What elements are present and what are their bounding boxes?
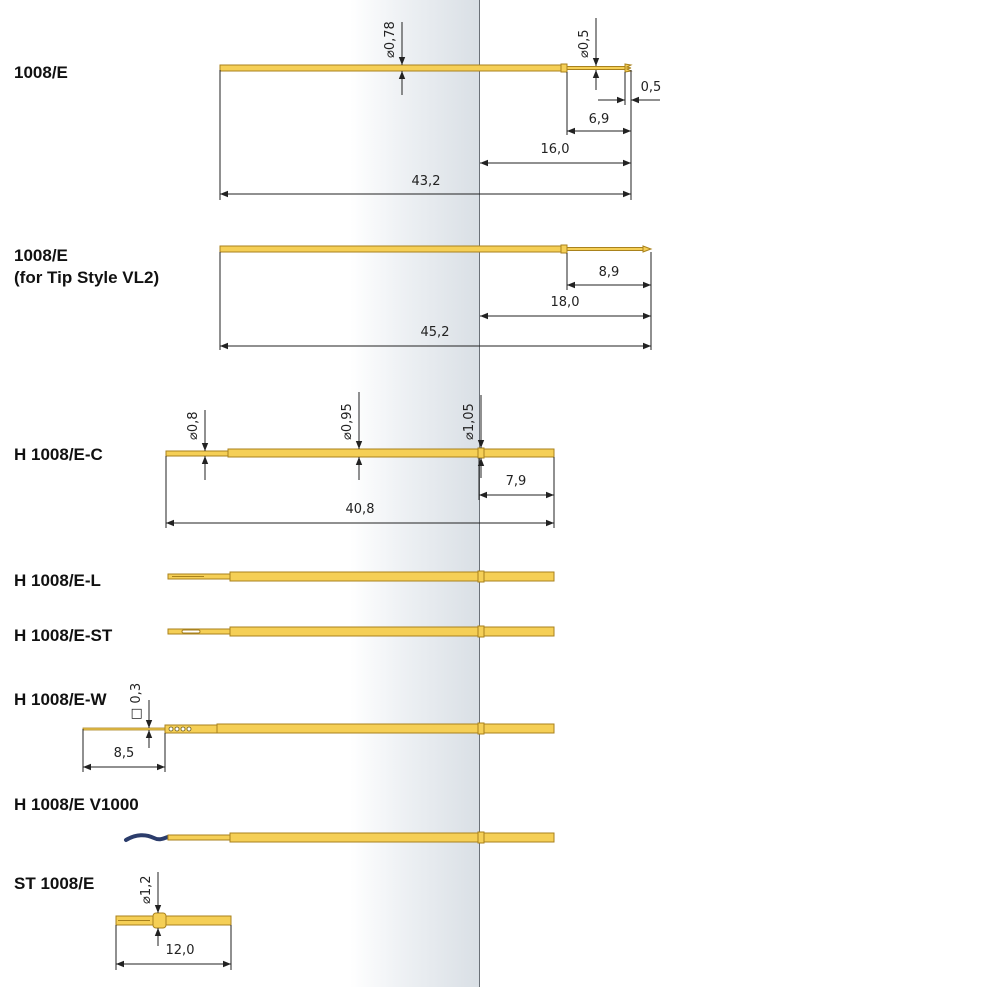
dim-label-45-2: 45,2 [421,325,450,340]
dim-label-40-8: 40,8 [346,502,375,517]
dim-label-6-9: 6,9 [589,112,610,127]
wrap-hole [174,726,180,732]
probe-body [165,915,232,926]
probe-1008-e-vl2: 8,9 18,0 45,2 [219,244,653,350]
dim-label-12-0: 12,0 [166,943,195,958]
probe-h1008-e-st [167,625,555,638]
dim-label-16-0: 16,0 [541,142,570,157]
probe-plunger [165,450,229,457]
dim-label-dia-0-8: ⌀0,8 [186,411,201,440]
probe-wire-pin [82,727,166,731]
probe-title-h1008-e-st: H 1008/E-ST [14,626,113,645]
probe-collar [560,244,568,254]
probe-wire-lead [124,833,170,842]
probe-collar [477,570,485,583]
probe-body [219,64,563,72]
probe-plunger [566,66,626,70]
dim-label-tip-len: 0,5 [641,80,662,95]
probe-h1008-e-v1000 [124,831,555,844]
dim-label-43-2: 43,2 [412,174,441,189]
probe-title-h1008-e-v1000: H 1008/E V1000 [14,795,139,814]
dim-label-8-5: 8,5 [114,746,135,761]
probe-title-h1008-e-l: H 1008/E-L [14,571,101,590]
probe-receptacle [483,832,555,843]
probe-title-st1008-e: ST 1008/E [14,874,95,893]
probe-body [229,571,480,582]
probe-body [216,723,480,734]
dim-label-dia-0-5: ⌀0,5 [577,29,592,58]
probe-h1008-e-w: 8,5 □ 0,3 [82,683,555,772]
dim-label-square-0-3: □ 0,3 [129,683,144,720]
probe-collar [477,831,485,844]
dim-label-dia-0-78: ⌀0,78 [383,21,398,58]
probe-h1008-e-l [167,570,555,583]
probe-tip-point [642,245,653,253]
wrap-hole [168,726,174,732]
probe-title-line-1: 1008/E [14,246,68,265]
probe-st1008-e: 12,0 ⌀1,2 [115,872,232,970]
probe-collar [477,447,485,459]
probe-collar [477,722,485,735]
dim-label-18-0: 18,0 [551,295,580,310]
probe-body [219,245,563,253]
probe-title-h1008-e-w: H 1008/E-W [14,690,107,709]
probe-collar [477,625,485,638]
probe-collar [560,63,568,73]
probe-receptacle [483,626,555,637]
probe-body [227,448,480,458]
probe-title-h1008-e-c: H 1008/E-C [14,445,103,464]
probe-receptacle [483,448,555,458]
probe-collar [152,912,167,929]
probe-receptacle [483,571,555,582]
probe-title-1008-e-vl2: 1008/E (for Tip Style VL2) [14,245,159,289]
probe-h1008-e-c: 7,9 40,8 ⌀0,8 ⌀0,95 ⌀1,05 [165,392,555,528]
probe-title-1008-e: 1008/E [14,63,68,82]
probe-plunger-slot [181,629,201,634]
probe-title-line-2: (for Tip Style VL2) [14,268,160,287]
probe-plunger [566,247,644,251]
wrap-hole [186,726,192,732]
dim-label-dia-1-05: ⌀1,05 [462,403,477,440]
probe-receptacle [483,723,555,734]
probe-body [229,626,480,637]
probe-plunger [167,834,231,841]
dim-label-8-9: 8,9 [599,265,620,280]
dim-label-dia-0-95: ⌀0,95 [340,403,355,440]
dim-label-dia-1-2: ⌀1,2 [139,875,154,904]
probe-tip-crown [624,63,633,73]
wrap-hole [180,726,186,732]
dim-label-7-9: 7,9 [506,474,527,489]
probe-1008-e: 0,5 6,9 16,0 43,2 ⌀0,78 ⌀0,5 [219,18,662,200]
probe-body [229,832,480,843]
